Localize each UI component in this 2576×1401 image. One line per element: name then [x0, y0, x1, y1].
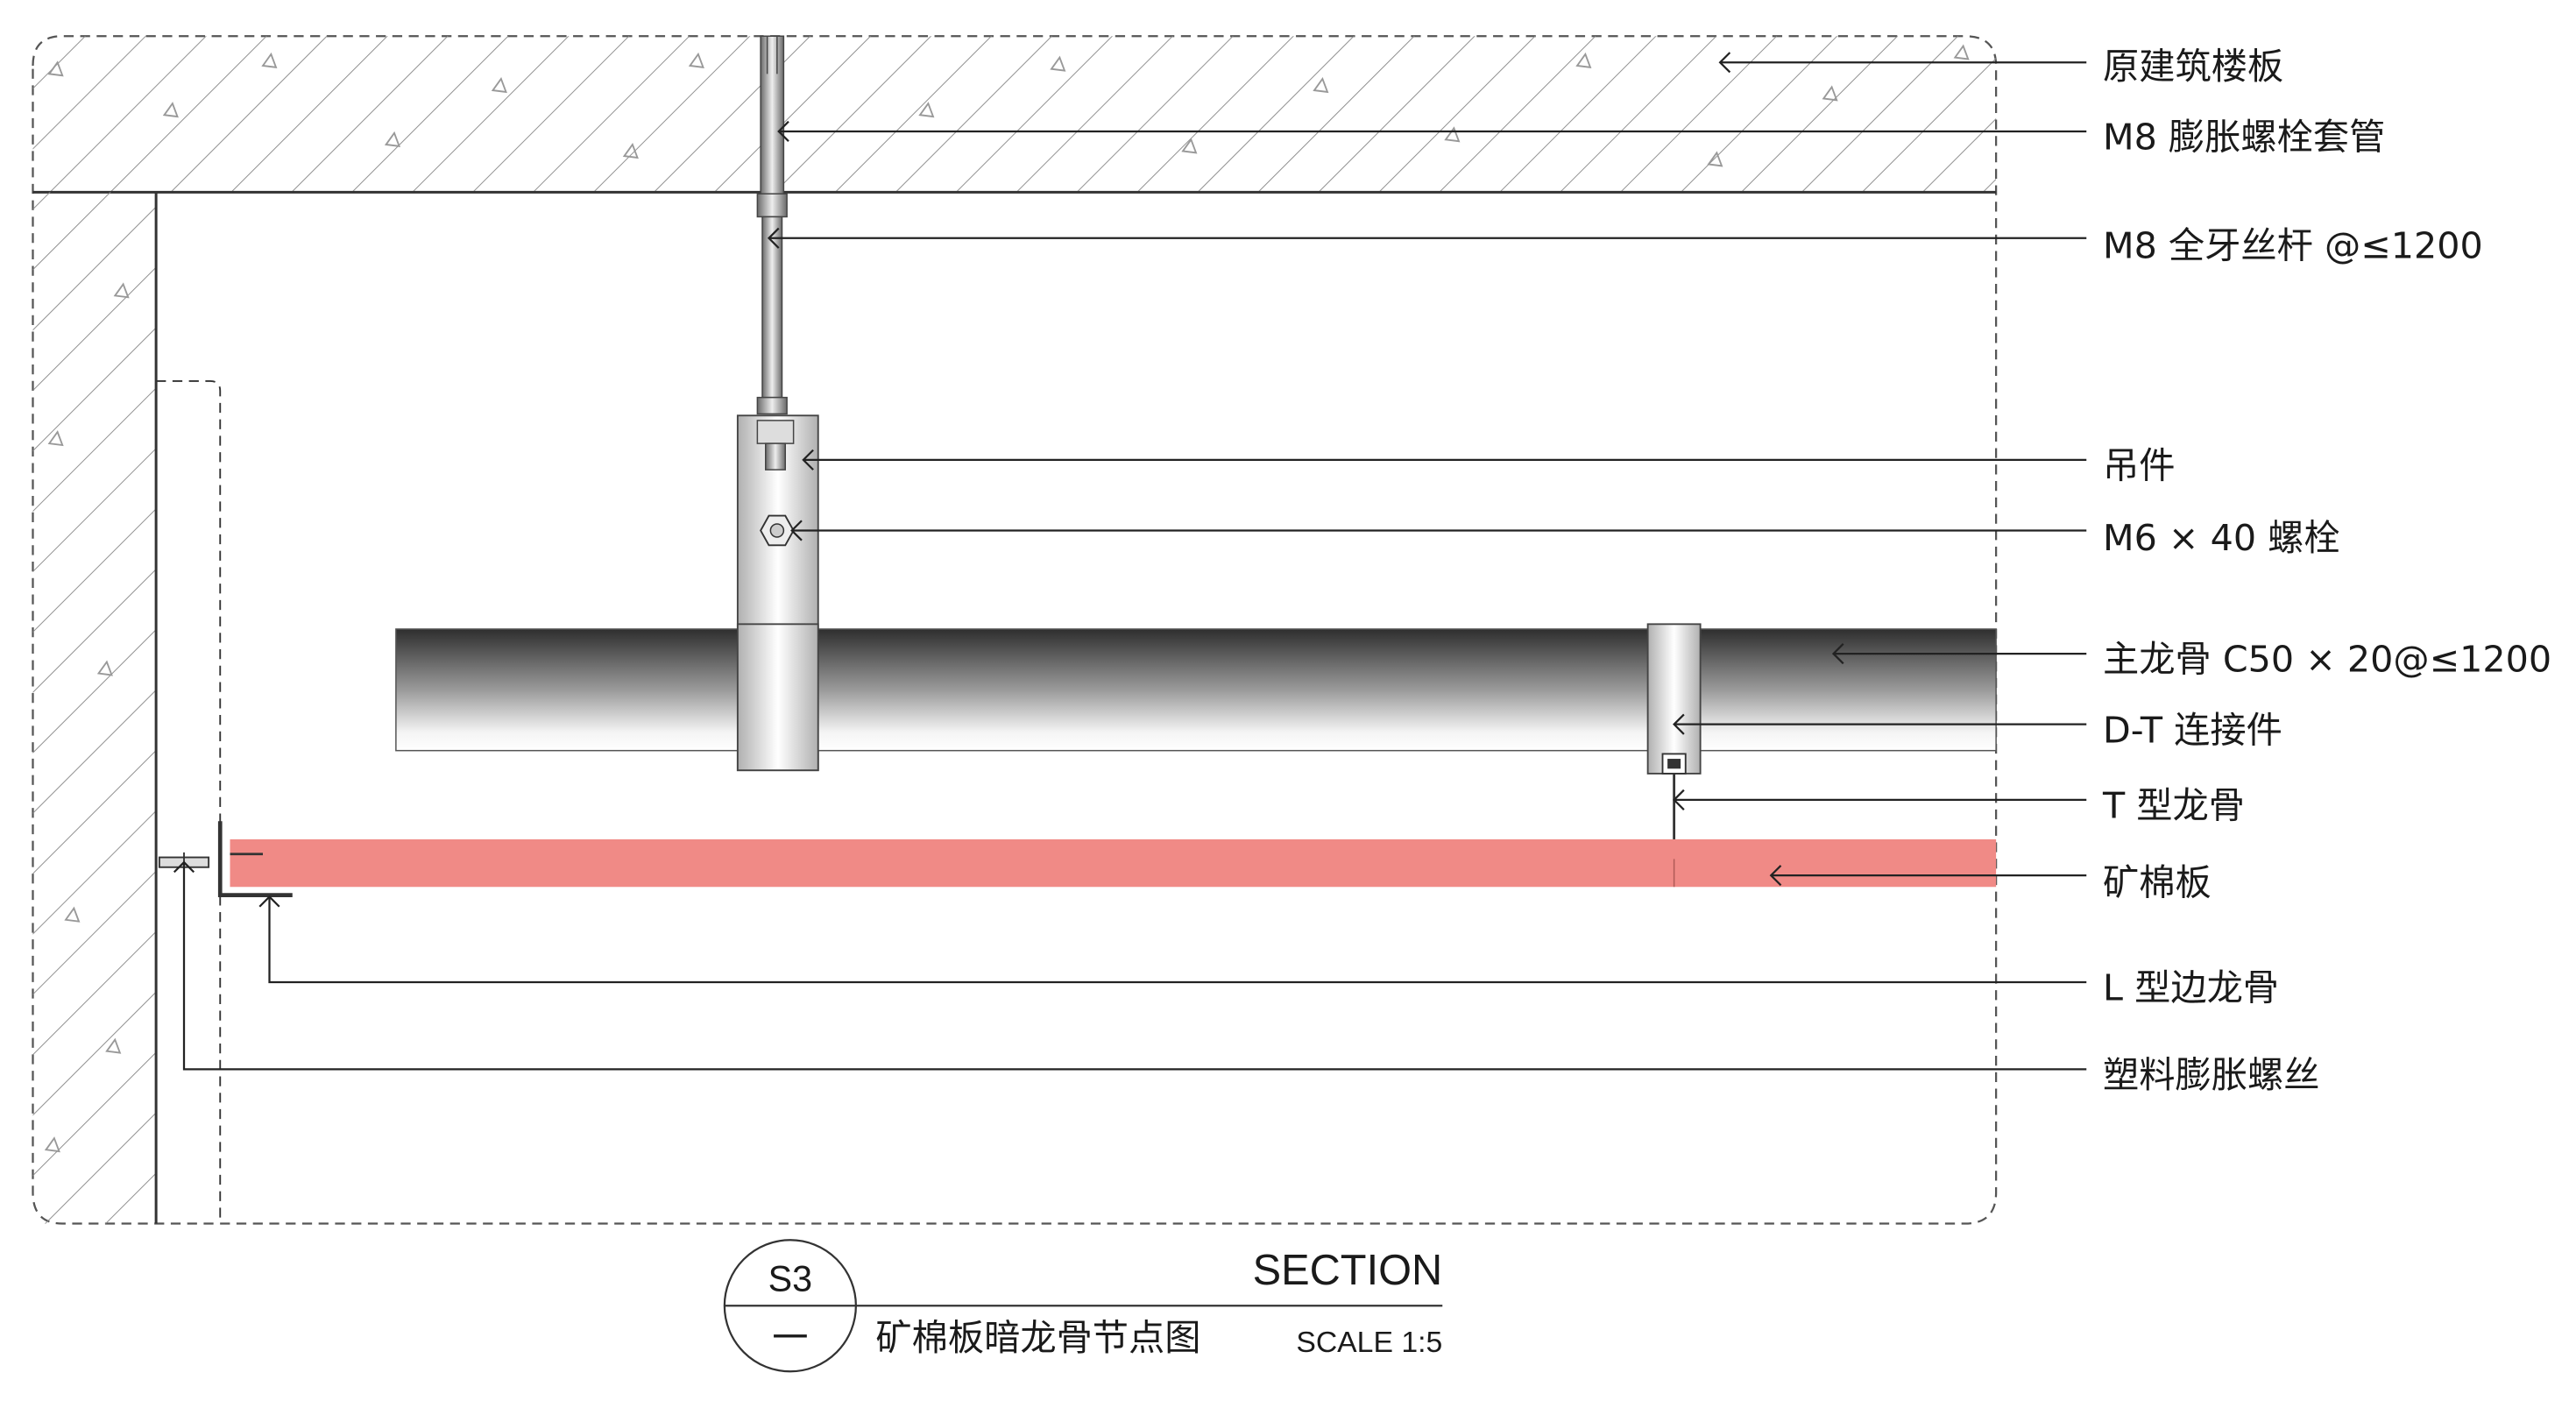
- section-tag-bottom: 一: [772, 1317, 808, 1359]
- wall-finish-line: [156, 379, 222, 1224]
- callout-dt-connector: D-T 连接件: [2103, 709, 2282, 751]
- title-block: S3 一 SECTION 矿棉板暗龙骨节点图 SCALE 1:5: [723, 1239, 1443, 1373]
- l-edge-trim: [217, 821, 293, 897]
- callout-labels: 原建筑楼板 M8 膨胀螺栓套管 M8 全牙丝杆 @≤1200 吊件 M6 × 4…: [2102, 46, 2551, 1096]
- scale-label: SCALE 1:5: [1296, 1326, 1442, 1359]
- callout-plastic-anchor: 塑料膨胀螺丝: [2103, 1054, 2319, 1096]
- concrete-slab: [32, 36, 1997, 194]
- dt-connector: [1646, 623, 1702, 775]
- callout-mineral-board: 矿棉板: [2103, 862, 2212, 904]
- callout-bolt: M6 × 40 螺栓: [2103, 517, 2340, 559]
- leader-lines: [173, 52, 2087, 1071]
- drawing-title: 矿棉板暗龙骨节点图: [875, 1317, 1200, 1359]
- callout-main-runner: 主龙骨 C50 × 20@≤1200: [2103, 639, 2551, 681]
- callout-anchor-sleeve: M8 膨胀螺栓套管: [2103, 117, 2385, 159]
- callout-t-runner: T 型龙骨: [2102, 785, 2245, 827]
- threaded-rod: [756, 35, 788, 415]
- callout-slab: 原建筑楼板: [2103, 46, 2283, 88]
- section-tag-top: S3: [768, 1258, 812, 1298]
- callout-l-trim: L 型边龙骨: [2103, 967, 2279, 1009]
- callout-hanger: 吊件: [2103, 445, 2175, 487]
- section-label: SECTION: [1253, 1247, 1443, 1294]
- mineral-board: [230, 838, 1997, 888]
- callout-threaded-rod: M8 全牙丝杆 @≤1200: [2103, 224, 2483, 266]
- main-runner: [395, 628, 1997, 752]
- side-wall: [32, 192, 158, 1224]
